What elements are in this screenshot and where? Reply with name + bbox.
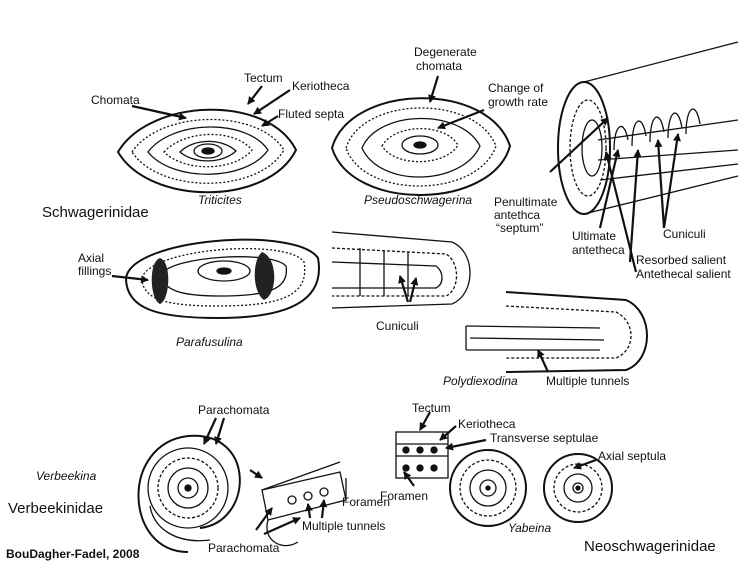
label-chomata: Chomata xyxy=(91,93,140,107)
yabeina-illustration xyxy=(449,449,527,527)
label-penultimate-3: “septum” xyxy=(496,221,544,235)
family-schwagerinidae: Schwagerinidae xyxy=(42,204,149,221)
genus-parafusulina: Parafusulina xyxy=(176,335,243,349)
label-ultimate-2: antetheca xyxy=(572,243,625,257)
label-cuniculi-mid: Cuniculi xyxy=(376,319,419,333)
verbeekina-illustration xyxy=(137,434,241,553)
label-multiple-tunnels-mid: Multiple tunnels xyxy=(546,374,630,388)
cuniculi-cutaway-illustration xyxy=(557,41,739,215)
label-parachomata-top: Parachomata xyxy=(198,403,270,417)
label-tectum-top: Tectum xyxy=(244,71,283,85)
label-fluted-septa: Fluted septa xyxy=(278,107,345,121)
label-tectum-bottom: Tectum xyxy=(412,401,451,415)
label-multiple-tunnels-bottom: Multiple tunnels xyxy=(302,519,386,533)
label-keriotheca-top: Keriotheca xyxy=(292,79,350,93)
label-foramen-left: Foramen xyxy=(342,495,391,509)
label-keriotheca-bottom: Keriotheca xyxy=(458,417,516,431)
label-transverse-septulae: Transverse septulae xyxy=(490,431,599,445)
cuniculi-detail-illustration xyxy=(331,231,471,309)
label-ultimate-1: Ultimate xyxy=(572,229,617,243)
genus-polydiexodina: Polydiexodina xyxy=(443,374,518,388)
genus-verbeekina: Verbeekina xyxy=(36,469,97,483)
neoschwagerina-illustration xyxy=(543,453,613,523)
keriotheca-wall-block xyxy=(395,431,449,479)
label-parachomata-bottom: Parachomata xyxy=(208,541,280,555)
genus-triticites: Triticites xyxy=(198,193,242,207)
polydiexodina-illustration xyxy=(465,291,648,373)
label-axial-fillings-2: fillings xyxy=(78,264,112,278)
label-change-growth-1: Change of xyxy=(488,81,544,95)
label-change-growth-2: growth rate xyxy=(488,95,549,109)
label-penultimate-2: antethca xyxy=(494,208,541,222)
label-degenerate-chomata-2: chomata xyxy=(416,59,463,73)
parafusulina-illustration xyxy=(124,238,321,320)
label-resorbed-salient: Resorbed salient xyxy=(636,253,727,267)
label-foramen-bottom: Foramen xyxy=(380,489,429,503)
credit: BouDagher-Fadel, 2008 xyxy=(6,547,140,561)
label-antethecal-salient: Antethecal salient xyxy=(636,267,731,281)
verbeekina-tunnel-detail xyxy=(261,461,347,547)
family-verbeekinidae: Verbeekinidae xyxy=(8,500,104,517)
label-degenerate-chomata-1: Degenerate xyxy=(414,45,477,59)
family-neoschwagerinidae: Neoschwagerinidae xyxy=(584,538,716,555)
triticites-illustration xyxy=(116,108,298,194)
genus-pseudoschwagerina: Pseudoschwagerina xyxy=(364,193,473,207)
pseudoschwagerina-illustration xyxy=(330,97,512,196)
genus-yabeina: Yabeina xyxy=(508,521,552,535)
label-penultimate-1: Penultimate xyxy=(494,195,558,209)
label-cuniculi-right: Cuniculi xyxy=(663,227,706,241)
label-axial-fillings-1: Axial xyxy=(78,251,105,265)
label-axial-septula: Axial septula xyxy=(598,449,667,463)
leader-arrows xyxy=(111,75,681,536)
